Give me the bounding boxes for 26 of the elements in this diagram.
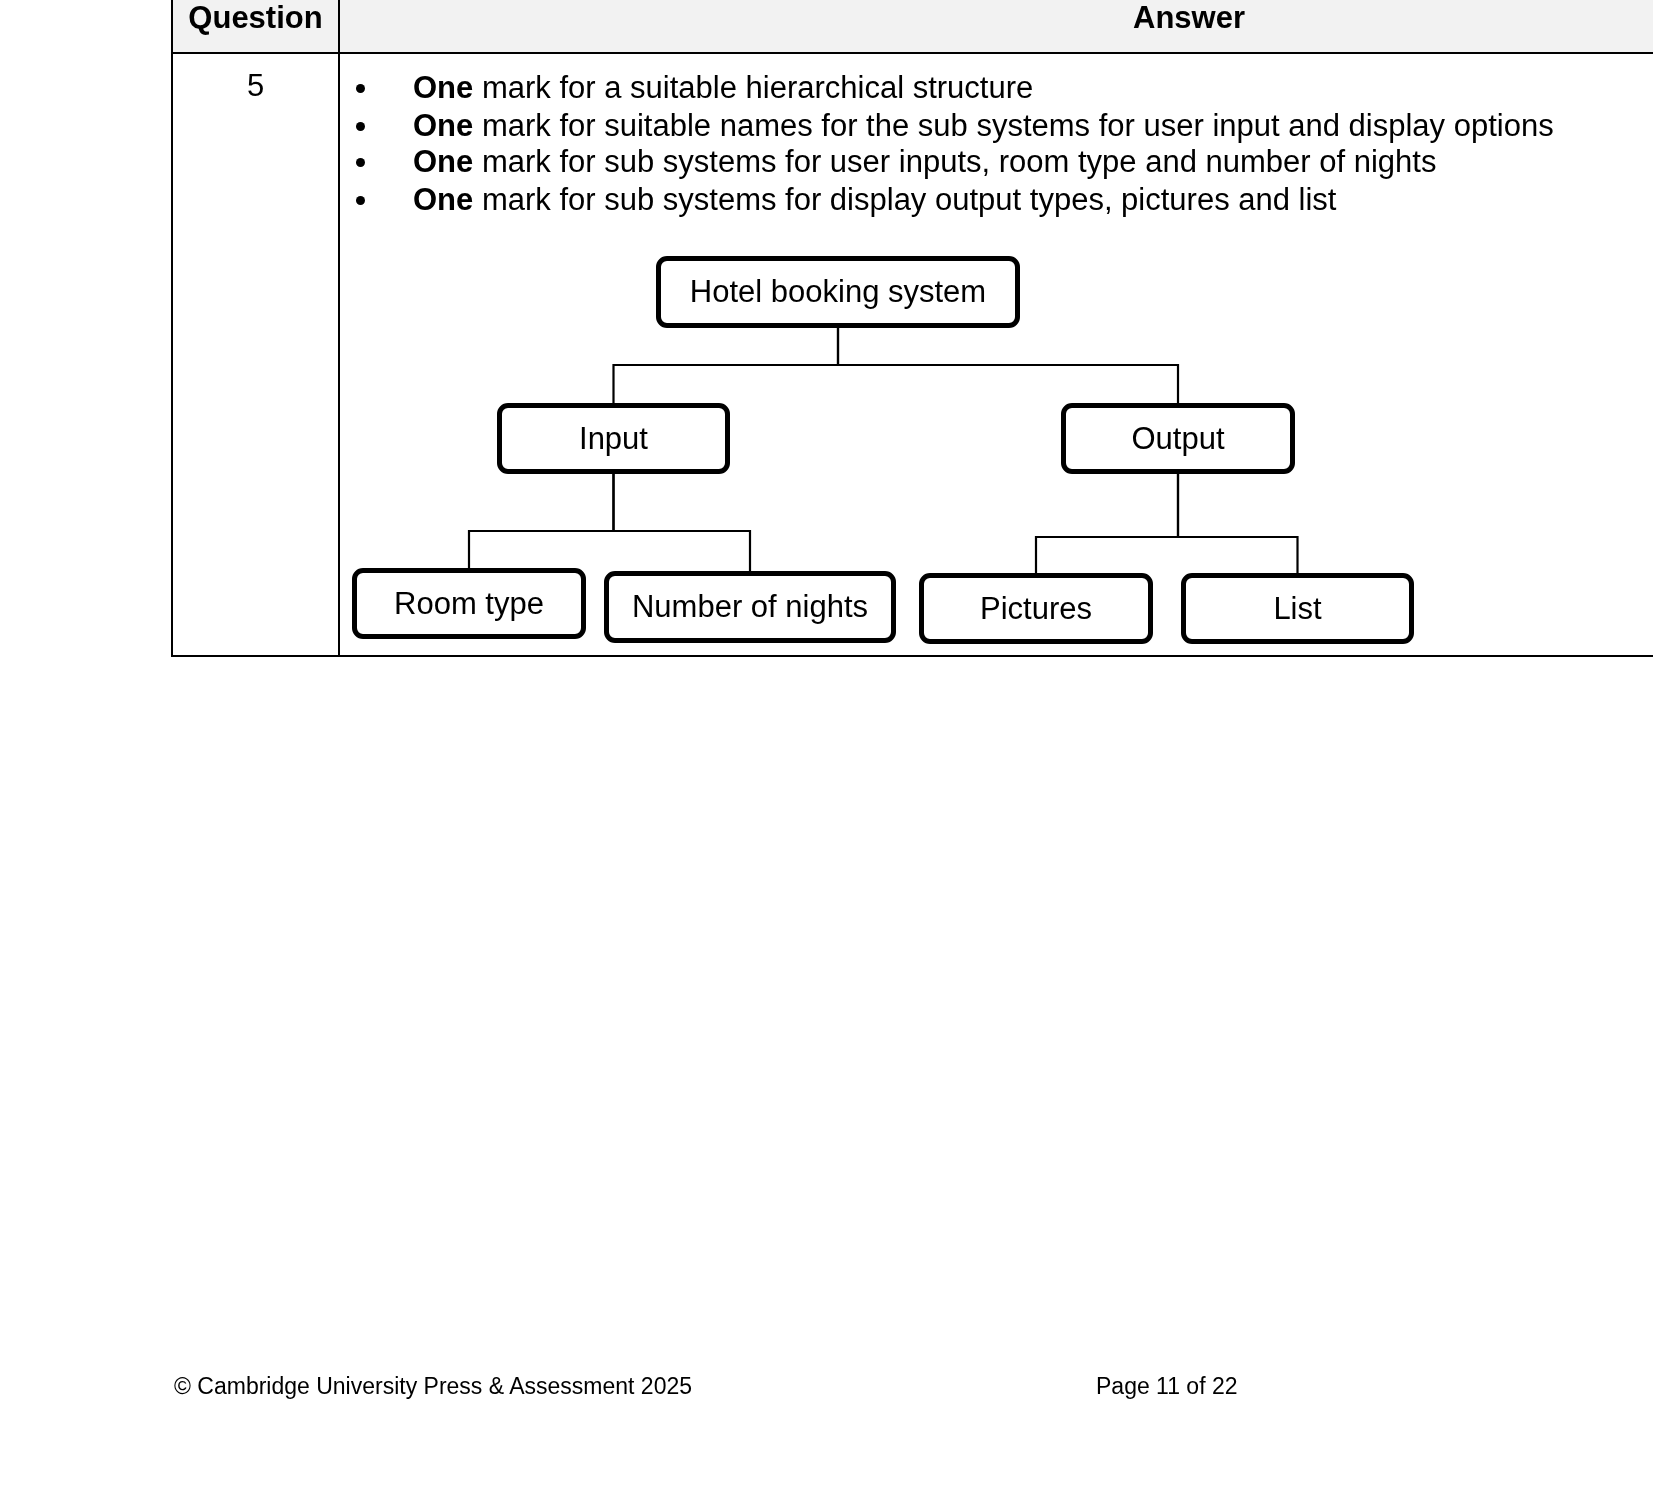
rounded-box — [604, 571, 896, 643]
bullet-text: One mark for a suitable hierarchical structure — [413, 70, 1034, 106]
page-number: Page 11 of 22 — [1096, 1373, 1238, 1399]
node-label: Output — [1131, 420, 1225, 457]
connector-line — [612, 474, 752, 571]
column-header: Question — [188, 0, 323, 36]
column-header: Answer — [1133, 0, 1245, 36]
rounded-box — [352, 568, 586, 639]
question-number: 5 — [246, 68, 265, 104]
rounded-box — [1061, 403, 1295, 474]
rounded-box — [1181, 573, 1414, 644]
node-label: Room type — [394, 585, 544, 622]
node-label: List — [1273, 590, 1322, 627]
node-label: Input — [579, 420, 648, 457]
bullet-text: One mark for sub systems for display output types, pictures and list — [413, 182, 1337, 218]
copyright-notice: © Cambridge University Press & Assessment 2025 — [174, 1373, 693, 1399]
bullet-text: One mark for suitable names for the sub systems for user input and display options — [413, 108, 1554, 144]
rounded-box — [497, 403, 730, 474]
node-label: Number of nights — [631, 589, 869, 625]
node-label: Hotel booking system — [689, 274, 987, 310]
rounded-box — [919, 573, 1153, 644]
bullet-text: One mark for sub systems for user inputs, room type and number of nights — [413, 144, 1437, 180]
connector-line — [836, 328, 1180, 403]
node-label: Pictures — [980, 590, 1092, 627]
rounded-box — [656, 256, 1020, 328]
connector-line — [1176, 474, 1299, 573]
